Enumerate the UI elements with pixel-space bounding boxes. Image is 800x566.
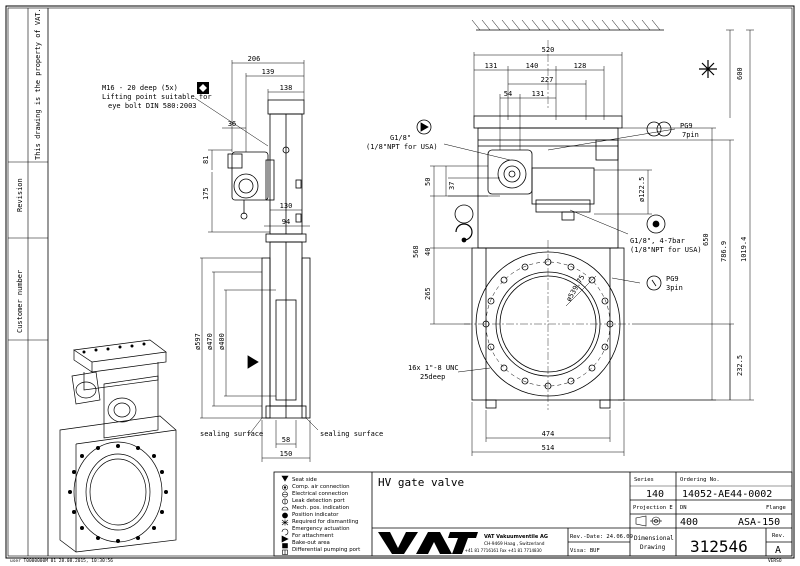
dim-36: 36 [228,120,236,128]
legend-leak-detection: Leak detection port [292,498,345,504]
legend-bakeout: Bake-out area [292,540,330,546]
series-value: 140 [646,489,664,500]
dim-50: 50 [424,178,432,186]
dim-650: 650 [702,233,710,246]
dim-232-5: 232.5 [736,355,744,376]
front-view-dimensions [430,29,754,456]
dim-131b: 131 [532,90,545,98]
dim-539-75: ø539.75 [565,273,587,303]
legend-comp-air: Comp. air connection [292,484,350,490]
dim-138: 138 [280,84,293,92]
ordering-value: 14052-AE44-0002 [682,489,772,500]
unc-note-2: 25deep [420,373,445,381]
legend-icons [281,475,289,555]
dim-400: ø400 [218,333,226,350]
dim-131: 131 [485,62,498,70]
dim-175: 175 [202,187,210,200]
dim-474: 474 [542,430,555,438]
legend-emergency: Emergency actuation [292,526,350,532]
sealing-surface-left: sealing surface [200,430,263,438]
dim-128: 128 [574,62,587,70]
dim-150: 150 [280,450,293,458]
dn-label: DN [680,505,687,511]
dim-58: 58 [282,436,290,444]
dim-514: 514 [542,444,555,452]
legend-position-indicator: Position indicator [292,512,339,518]
legend-electrical: Electrical connection [292,491,348,497]
projection-label: Projection E [633,505,673,511]
drawing-title: HV gate valve [378,476,464,489]
company-address: CH-9469 Haag , Switzerland [484,541,545,547]
flange-label: Flange [766,505,786,511]
footer-right: VERSO [768,558,782,564]
revision-label: Revision [16,178,24,212]
lifting-note-3: eye bolt DIN 580:2003 [108,102,197,110]
company-tel: Tel +41 81 7716161 Fax +41 81 7714830 [457,548,542,553]
dim-520: 520 [542,46,555,54]
lifting-note-2: Lifting point suitable for [102,93,212,101]
lifting-point-icon-inner [199,84,207,92]
dim-786-9: 786.9 [720,241,728,262]
dim-265: 265 [424,287,432,300]
title-block [273,471,793,557]
dim-470: ø470 [206,333,214,350]
pg9-3pin-1: PG9 [666,275,679,283]
legend-seat-side: Seat side [292,477,318,483]
legend-dismantling: Required for dismantling [292,519,358,525]
footer-left: user T0000000M 01 28.08.2015, 10:30:56 [10,558,113,564]
g18b-note-2: (1/8"NPT for USA) [630,246,702,254]
g18-note-2: (1/8"NPT for USA) [366,143,438,151]
series-label: Series [634,477,654,483]
g18b-note-1: G1/8", 4-7bar [630,237,685,245]
dimensional-label-2: Drawing [640,544,666,551]
rev-value: A [775,545,781,556]
legend-attachment: For attachment [292,533,333,539]
dim-37: 37 [448,182,456,190]
isometric-bolts [68,342,168,543]
dim-81: 81 [202,156,210,164]
dim-1019-4: 1019.4 [740,237,748,262]
dim-206: 206 [248,55,261,63]
property-note: This drawing is the property of VAT. [34,8,42,160]
lifting-note-1: M16 - 20 deep (5x) [102,84,178,92]
unc-note-1: 16x 1"-8 UNC [408,364,459,372]
dim-568: 568 [412,245,420,258]
dn-value: 400 [680,517,698,528]
dim-54: 54 [504,90,512,98]
projection-symbol-icon [635,515,662,527]
ordering-label: Ordering No. [680,477,720,483]
g18-note-1: G1/8" [390,134,411,142]
side-view-dimensions [194,60,319,462]
pg9-7pin-2: 7pin [682,131,699,139]
drawing-number: 312546 [690,537,748,556]
dim-227: 227 [541,76,554,84]
pg9-7pin-1: PG9 [680,122,693,130]
side-view [227,99,311,419]
dimensional-label-1: Dimensional [634,535,674,542]
dim-139: 139 [262,68,275,76]
dim-597: ø597 [194,333,202,350]
legend-diff-pumping: Differential pumping port [292,547,360,553]
dim-600: 600 [736,67,744,80]
customer-number-label: Customer number [16,270,24,333]
vat-logo [378,532,478,554]
dim-130: 130 [280,202,293,210]
isometric-view [59,339,177,553]
dim-40: 40 [424,248,432,256]
pg9-3pin-2: 3pin [666,284,683,292]
front-view [416,19,717,410]
visa: Visa: BUF [570,548,600,554]
dim-140: 140 [526,62,539,70]
rev-date: Rev.-Date: 24.06.09 [570,534,633,540]
sheet-frame [5,5,795,559]
legend-mech-pos: Mech. pos. indication [292,505,349,511]
sealing-surface-right: sealing surface [320,430,383,438]
dim-94: 94 [282,218,290,226]
dim-122-5: ø122.5 [638,177,646,202]
company-name: VAT Vakuumventile AG [484,534,548,540]
rev-label: Rev. [772,533,785,539]
flange-value: ASA-150 [738,517,780,528]
